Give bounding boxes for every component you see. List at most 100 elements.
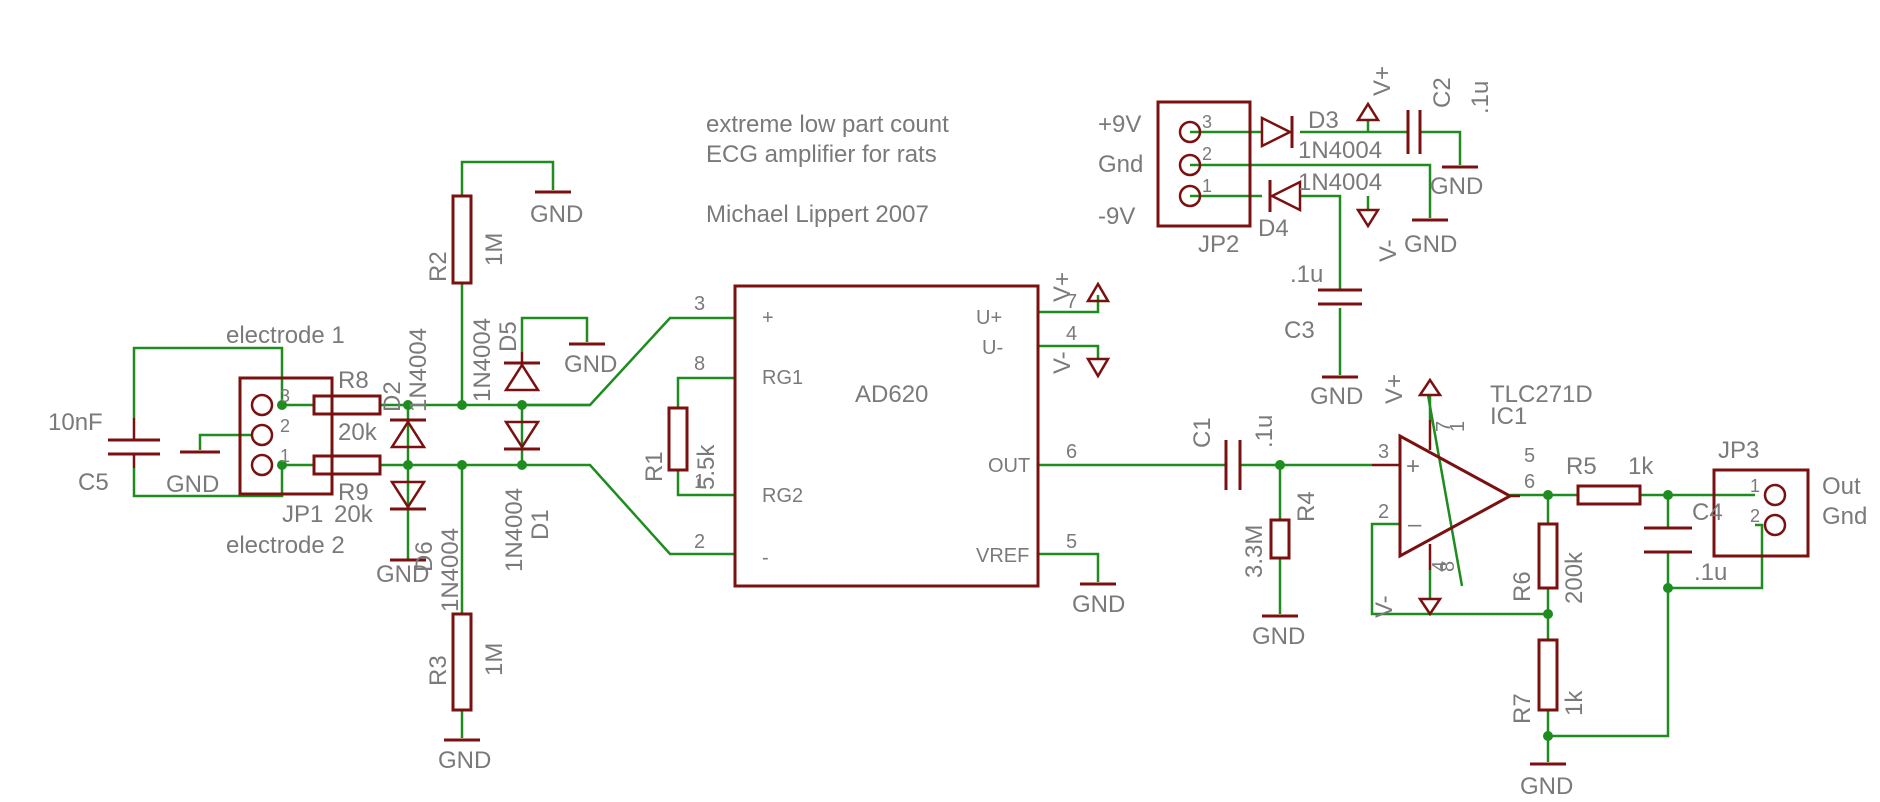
- label-c4-value: .1u: [1694, 559, 1727, 586]
- label-ad620-minus: -: [762, 547, 769, 569]
- label-jp2-m9v: -9V: [1098, 203, 1135, 230]
- capacitor-c4: [1644, 526, 1692, 554]
- label-ad620-uminus: U-: [982, 337, 1003, 359]
- label-jp2-gnd: Gnd: [1098, 151, 1143, 178]
- label-c2: C2: [1429, 77, 1456, 108]
- label-d6: D6: [411, 541, 438, 572]
- label-ad620-pin5: 5: [1066, 531, 1077, 553]
- label-ad620-pin8: 8: [694, 353, 705, 375]
- label-r2: R2: [425, 251, 452, 282]
- label-ad620-rg1: RG1: [762, 367, 803, 389]
- label-gnd-r2: GND: [530, 201, 583, 228]
- label-gnd-c2: GND: [1430, 173, 1483, 200]
- label-c3-value: .1u: [1290, 261, 1323, 288]
- label-jp3: JP3: [1718, 437, 1759, 464]
- label-gnd-d5: GND: [564, 351, 617, 378]
- label-jp2-p9v: +9V: [1098, 111, 1141, 138]
- diode-d5: [503, 352, 541, 392]
- note-line2: ECG amplifier for rats: [706, 141, 937, 168]
- label-gnd-jp1: GND: [166, 471, 219, 498]
- resistor-r8: [312, 394, 382, 416]
- label-opamp-pin2: 2: [1378, 501, 1389, 523]
- label-c5-value: 10nF: [48, 409, 103, 436]
- label-r3-value: 1M: [481, 643, 508, 676]
- connector-jp2: [1156, 100, 1252, 228]
- label-ad620-pin7: 7: [1066, 291, 1077, 313]
- label-c5: C5: [78, 469, 109, 496]
- label-r2-value: 1M: [481, 233, 508, 266]
- label-r7-value: 1k: [1561, 690, 1588, 716]
- label-opamp-name: TLC271D: [1490, 381, 1593, 408]
- label-opamp-pin7: 7: [1433, 421, 1455, 432]
- label-gnd-d6: GND: [376, 561, 429, 588]
- label-d4: D4: [1258, 215, 1289, 242]
- label-c1-value: .1u: [1251, 415, 1278, 448]
- label-r3: R3: [425, 655, 452, 686]
- ic-ad620: [733, 284, 1040, 588]
- opamp-tlc271d: [1372, 420, 1520, 570]
- label-c1: C1: [1189, 417, 1216, 448]
- label-d1-type: 1N4004: [501, 488, 528, 572]
- label-ad620-rg2: RG2: [762, 485, 803, 507]
- label-c4: C4: [1692, 499, 1723, 526]
- label-d5: D5: [495, 321, 522, 352]
- label-r9-value: 20k: [334, 501, 374, 528]
- label-gnd-r3: GND: [438, 747, 491, 774]
- label-ad620-out: OUT: [988, 455, 1030, 477]
- label-ic1: IC1: [1490, 403, 1527, 430]
- label-ad620-vminus: V-: [1049, 351, 1076, 374]
- label-opamp-pin6: 6: [1524, 471, 1535, 493]
- label-jp2-vminus: V-: [1375, 239, 1402, 262]
- resistor-r6: [1537, 522, 1559, 590]
- label-ad620-pin3: 3: [694, 293, 705, 315]
- label-jp2: JP2: [1198, 231, 1239, 258]
- diode-d1: [503, 420, 541, 451]
- label-r5: R5: [1566, 453, 1597, 480]
- diode-d4: [1268, 179, 1302, 213]
- label-d1: D1: [527, 509, 554, 540]
- connector-jp1: [238, 376, 334, 496]
- label-jp3-pin1: 1: [1750, 476, 1760, 496]
- supply-vplus-opamp: [1417, 377, 1443, 397]
- label-r9: R9: [338, 479, 369, 506]
- label-jp1-pin3: 3: [280, 386, 290, 406]
- labels: GND GND GND GND GND GND GND GND GND GND …: [48, 66, 1867, 800]
- label-jp1-pin2: 2: [280, 416, 290, 436]
- supply-vminus-opamp: [1417, 597, 1443, 617]
- label-opamp-pin3: 3: [1378, 441, 1389, 463]
- label-out: Out: [1822, 473, 1861, 500]
- resistor-r1: [667, 406, 689, 472]
- label-gnd-c3: GND: [1310, 383, 1363, 410]
- label-jp1: JP1: [282, 501, 323, 528]
- label-ad620-vref: VREF: [976, 545, 1029, 567]
- label-d4-type: 1N4004: [1298, 169, 1382, 196]
- supply-vplus-ad620: [1085, 281, 1111, 303]
- label-ad620-uplus: U+: [976, 307, 1002, 329]
- capacitor-c5: [108, 418, 160, 468]
- label-gnd-r4: GND: [1252, 623, 1305, 650]
- label-d5-type: 1N4004: [469, 318, 496, 402]
- resistor-r3: [451, 612, 473, 712]
- diode-d6: [389, 480, 427, 511]
- label-r5-value: 1k: [1628, 453, 1654, 480]
- resistor-r2: [451, 194, 473, 285]
- diode-d2: [389, 418, 427, 449]
- label-d2: D2: [379, 381, 406, 412]
- capacitor-c2: [1406, 110, 1422, 154]
- label-c3: C3: [1284, 317, 1315, 344]
- junction-dots: [277, 400, 1673, 741]
- label-opamp-pin5: 5: [1524, 445, 1535, 467]
- resistor-r7: [1537, 638, 1559, 712]
- capacitor-c1: [1224, 440, 1242, 490]
- label-gnd-out: Gnd: [1822, 503, 1867, 530]
- resistor-r9: [312, 454, 382, 476]
- label-r8: R8: [338, 367, 369, 394]
- connector-jp3: [1712, 468, 1810, 558]
- label-r6-value: 200k: [1561, 551, 1588, 604]
- label-r4-value: 3.3M: [1241, 525, 1268, 578]
- label-gnd-vref: GND: [1072, 591, 1125, 618]
- label-ad620-vplus: V+: [1049, 272, 1076, 302]
- note-author: Michael Lippert 2007: [706, 201, 929, 228]
- supply-vplus-jp2: [1355, 101, 1381, 122]
